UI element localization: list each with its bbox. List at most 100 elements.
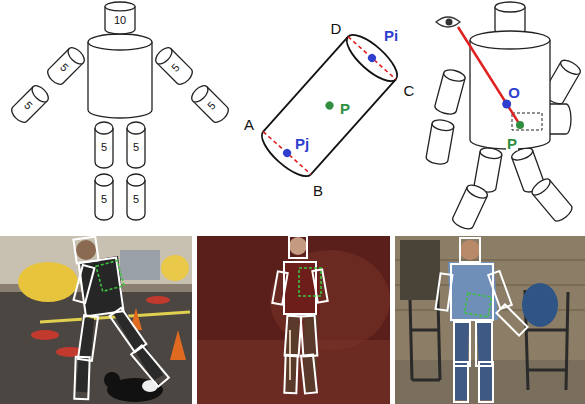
limb-cylinder-model-part — [340, 28, 404, 89]
torso-cylinder-part — [88, 34, 152, 50]
weight-number: 5 — [101, 142, 107, 153]
point-label: Pi — [383, 28, 399, 43]
limb-cylinder-model-part — [263, 37, 348, 132]
point-label: P — [506, 136, 518, 151]
photo-example-part — [289, 237, 307, 255]
photo-example-part — [299, 268, 321, 296]
photo-example-part — [73, 237, 98, 264]
point-label: D — [330, 21, 343, 36]
photo-example-part — [400, 240, 440, 300]
view-ray-part — [516, 121, 524, 129]
photo-example-part — [301, 316, 318, 357]
photo-example-part — [74, 265, 95, 303]
photo-example-part — [312, 269, 327, 302]
photo-example-part — [104, 372, 120, 388]
photo-example-part — [522, 283, 558, 327]
photo-example-part — [131, 345, 169, 386]
photo-example-part — [454, 362, 468, 402]
limb-cylinder-model-part — [324, 100, 335, 111]
photo-example-part — [272, 271, 287, 304]
body-model-part-part — [470, 40, 550, 149]
limb-cylinder-model-part — [348, 37, 396, 80]
photo-example-part — [451, 264, 493, 320]
photo-example-part — [161, 255, 189, 281]
eye-icon-part — [436, 17, 460, 27]
point-label: P — [339, 101, 351, 116]
photo-example-part — [18, 262, 78, 302]
cylinder-top — [105, 2, 135, 11]
torso-cylinder-part — [88, 42, 152, 118]
torso-cylinder — [88, 34, 152, 118]
body-model-part — [495, 2, 525, 35]
point-label: A — [243, 117, 255, 132]
photo-example-part — [96, 261, 124, 292]
photo-example-part — [142, 380, 158, 392]
eye-icon-part — [446, 19, 453, 26]
body-model-part — [529, 176, 574, 224]
view-ray-part — [458, 27, 520, 125]
photo-example — [395, 236, 585, 404]
photo-example — [0, 236, 192, 404]
cylinder-top — [95, 174, 113, 186]
point-label: B — [312, 183, 324, 198]
photo-example-part — [289, 236, 307, 258]
photo-example-part — [170, 330, 186, 360]
weight-number: 5 — [133, 142, 139, 153]
limb-cylinder: 5 — [152, 44, 196, 88]
photo-example-part — [488, 271, 512, 309]
view-ray-part — [502, 100, 511, 109]
body-model-part — [451, 182, 490, 231]
photo-example-part — [460, 240, 480, 260]
view-ray — [458, 27, 524, 129]
limb-cylinder: 10 — [104, 2, 136, 34]
cylinder-top — [127, 122, 145, 134]
weight-number: 10 — [114, 15, 126, 26]
body-model-part — [550, 104, 571, 134]
point-label: C — [403, 83, 416, 98]
body-model — [425, 2, 582, 232]
photo-example-part — [284, 355, 297, 393]
photo-example-part — [120, 250, 160, 280]
limb-cylinder-model-part — [311, 79, 396, 174]
limb-cylinder: 5 — [8, 82, 52, 126]
limb-cylinder: 5 — [44, 44, 88, 88]
limb-cylinder-model — [255, 28, 404, 184]
body-model-part — [470, 31, 550, 149]
photo-example-part — [284, 262, 316, 314]
limb-cylinder-model-part — [366, 52, 377, 63]
photo-example-part — [476, 322, 492, 366]
limb-cylinder: 5 — [94, 174, 114, 220]
weight-number: 5 — [101, 194, 107, 205]
photo-example-part — [285, 316, 302, 357]
photo-example-part — [479, 362, 493, 402]
photo-example-part — [410, 300, 440, 380]
photo-example-part — [448, 262, 498, 322]
body-model-part — [434, 68, 467, 116]
photo-example-part — [118, 310, 158, 378]
limb-cylinder: 5 — [126, 174, 146, 220]
limb-cylinder-model-part — [263, 132, 311, 175]
photo-example-part — [436, 273, 453, 310]
cylinder-top — [95, 122, 113, 134]
photo-example-part — [301, 354, 317, 393]
photo-example-part — [0, 236, 192, 404]
weight-number: 5 — [133, 194, 139, 205]
photo-example — [197, 236, 390, 404]
photo-example-part — [197, 236, 390, 404]
photo-example-part — [146, 296, 170, 304]
limb-cylinder: 5 — [126, 122, 146, 168]
photo-example-part — [454, 322, 470, 366]
photo-example-part — [74, 357, 89, 399]
photo-example-part — [395, 236, 585, 404]
point-label: O — [507, 85, 521, 100]
limb-cylinder-model-part — [281, 147, 292, 158]
photo-example-part — [460, 238, 480, 262]
photo-example-part — [464, 293, 491, 317]
eye-icon — [436, 17, 460, 27]
photo-example-part — [496, 304, 527, 335]
body-model-part — [425, 118, 454, 165]
cylinder-top — [127, 174, 145, 186]
photo-example-part — [290, 315, 293, 392]
